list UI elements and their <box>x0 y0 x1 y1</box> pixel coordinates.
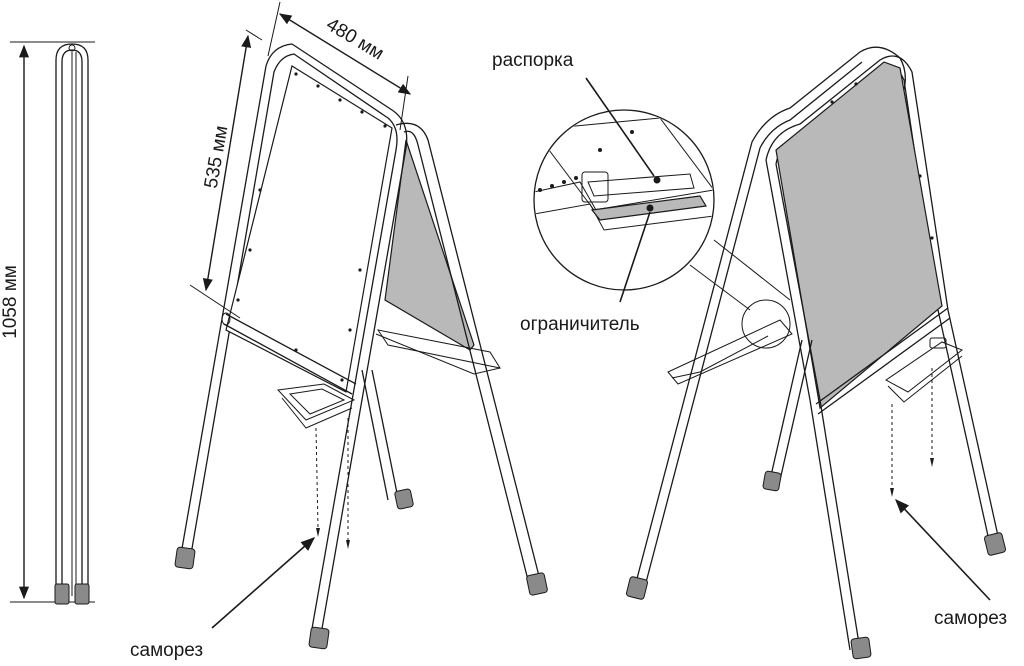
board-width-dimension-line <box>278 13 412 95</box>
detail-zoom-circle: распорка ограничитель <box>492 50 791 349</box>
limiter-label: ограничитель <box>520 314 640 335</box>
board-width-dimension-label: 480 мм <box>322 14 387 65</box>
easel-back-view: саморез <box>625 46 1007 660</box>
easel-front-view: 535 мм 480 мм саморез <box>130 1 548 661</box>
height-dimension-label: 1058 мм <box>0 265 21 339</box>
screw-label-right: саморез <box>934 608 1007 629</box>
spacer-label: распорка <box>492 50 574 71</box>
folded-easel-side-view: 1058 мм <box>0 41 95 605</box>
board-height-dimension-line <box>202 34 252 292</box>
screw-label-left: саморез <box>130 640 203 661</box>
